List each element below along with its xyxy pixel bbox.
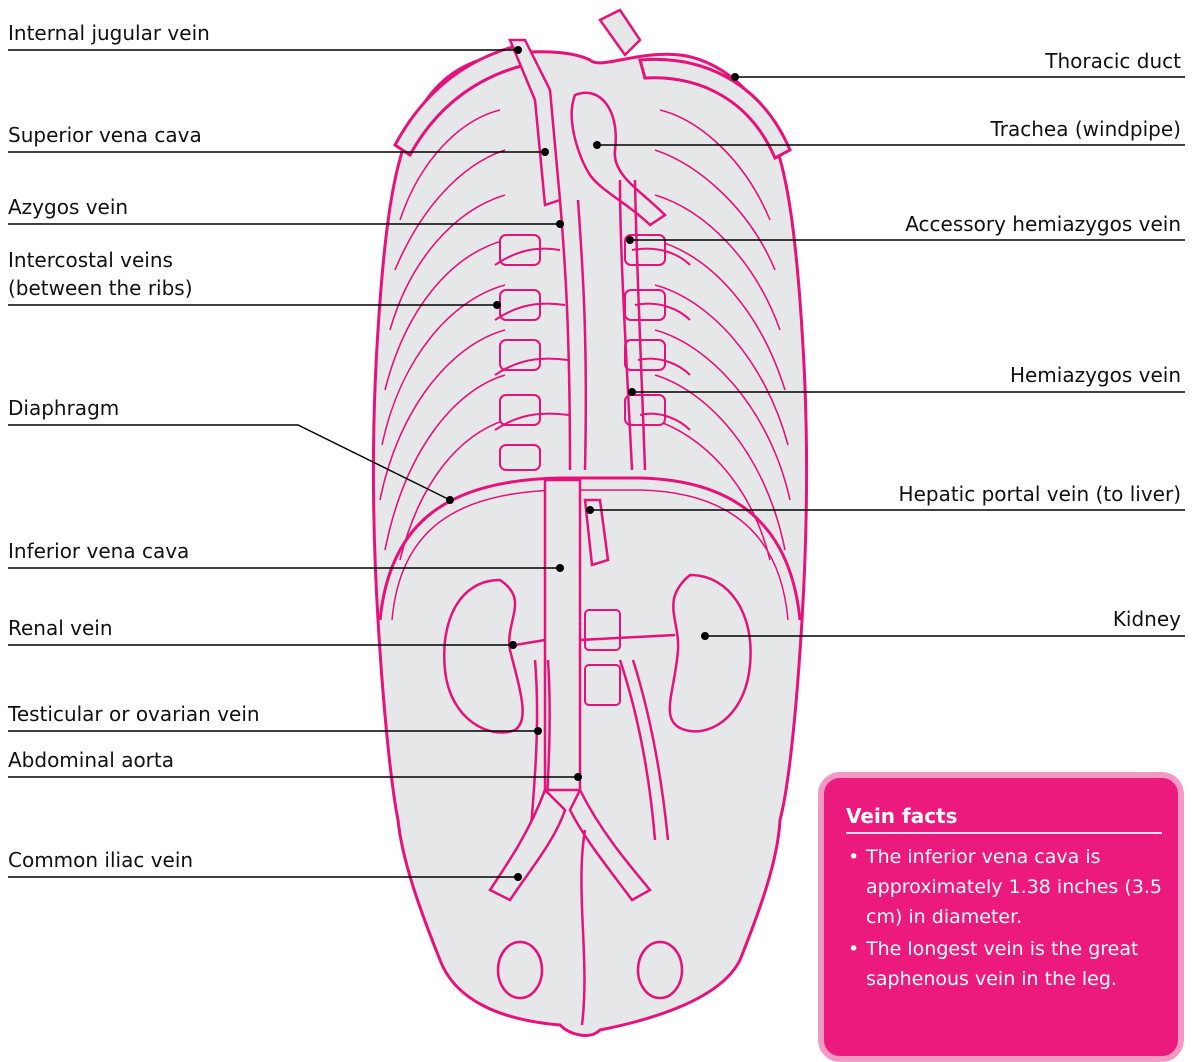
label-superior-vena-cava: Superior vena cava [8, 122, 202, 148]
label-common-iliac-vein: Common iliac vein [8, 847, 193, 873]
vein-fact-item: •The inferior vena cava is approximately… [846, 842, 1162, 932]
label-diaphragm: Diaphragm [8, 395, 119, 421]
label-abdominal-aorta: Abdominal aorta [8, 747, 174, 773]
vein-facts-box: Vein facts •The inferior vena cava is ap… [818, 772, 1184, 1062]
label-renal-vein: Renal vein [8, 615, 113, 641]
label-kidney: Kidney [1113, 606, 1181, 632]
label-hemiazygos-vein: Hemiazygos vein [1010, 362, 1181, 388]
vein-fact-text: The longest vein is the great saphenous … [866, 938, 1138, 990]
vein-fact-text: The inferior vena cava is approximately … [866, 846, 1162, 928]
label-inferior-vena-cava: Inferior vena cava [8, 538, 189, 564]
label-azygos-vein: Azygos vein [8, 194, 128, 220]
vein-facts-divider [846, 832, 1162, 834]
label-hepatic-portal-vein: Hepatic portal vein (to liver) [899, 481, 1181, 507]
label-intercostal-veins: Intercostal veins (between the ribs) [8, 246, 193, 302]
bullet-icon: • [848, 934, 859, 964]
vein-facts-list: •The inferior vena cava is approximately… [846, 842, 1162, 994]
vein-fact-item: •The longest vein is the great saphenous… [846, 934, 1162, 994]
label-thoracic-duct: Thoracic duct [1045, 48, 1181, 74]
label-testicular-or-ovarian-vein: Testicular or ovarian vein [8, 701, 260, 727]
vein-facts-title: Vein facts [846, 802, 1162, 830]
bullet-icon: • [848, 842, 859, 872]
label-trachea: Trachea (windpipe) [991, 116, 1182, 142]
label-internal-jugular-vein: Internal jugular vein [8, 20, 210, 46]
label-accessory-hemiazygos-vein: Accessory hemiazygos vein [905, 211, 1181, 237]
